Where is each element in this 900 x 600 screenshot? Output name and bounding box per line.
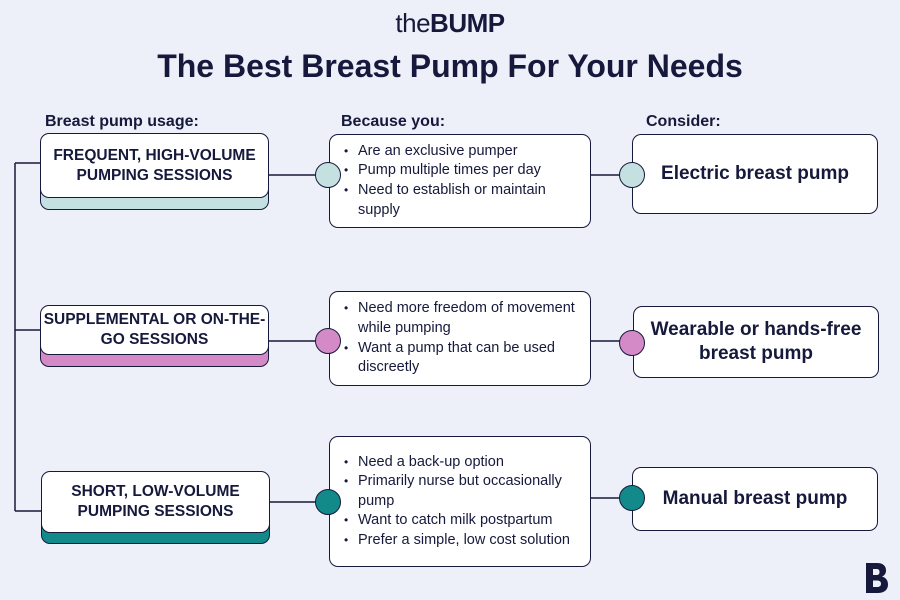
reasons-box-1: Are an exclusive pumper Pump multiple ti… (329, 134, 591, 228)
usage-box-1: Frequent, high-volume pumping sessions (40, 133, 269, 198)
reason-item: Want a pump that can be used discreetly (342, 339, 582, 378)
reason-item: Need to establish or maintain supply (342, 181, 582, 220)
reasons-list-1: Are an exclusive pumper Pump multiple ti… (342, 142, 582, 220)
usage-box-2: Supplemental or on-the-go sessions (40, 305, 269, 355)
usage-label-3: Short, low-volume pumping sessions (71, 483, 240, 520)
header-usage: Breast pump usage: (45, 113, 199, 130)
connector-dot-2a (315, 328, 341, 354)
consider-label-2: Wearable or hands-free breast pump (650, 319, 862, 364)
consider-box-1: Electric breast pump (632, 134, 878, 214)
reason-item: Want to catch milk postpartum (342, 511, 582, 531)
reasons-box-3: Need a back-up option Primarily nurse bu… (329, 436, 591, 567)
usage-box-3: Short, low-volume pumping sessions (41, 471, 270, 533)
reason-item: Prefer a simple, low cost solution (342, 531, 582, 551)
usage-label-2: Supplemental or on-the-go sessions (43, 311, 266, 348)
connector-dot-1a (315, 162, 341, 188)
bump-b-logo-icon (866, 563, 888, 593)
brand-bump: BUMP (430, 8, 505, 38)
brand-the: the (395, 8, 431, 38)
consider-box-2: Wearable or hands-free breast pump (633, 306, 879, 378)
connector-dot-1b (619, 162, 645, 188)
reason-item: Pump multiple times per day (342, 161, 582, 181)
reasons-list-3: Need a back-up option Primarily nurse bu… (342, 453, 582, 551)
brand-logo: theBUMP (0, 8, 900, 38)
connector-dot-2b (619, 330, 645, 356)
page-title: The Best Breast Pump For Your Needs (157, 48, 743, 84)
usage-label-1: Frequent, high-volume pumping sessions (53, 146, 256, 184)
connector-dot-3a (315, 489, 341, 515)
consider-label-3: Manual breast pump (662, 488, 848, 509)
reason-item: Are an exclusive pumper (342, 142, 582, 162)
header-because: Because you: (341, 113, 446, 130)
consider-label-1: Electric breast pump (661, 163, 849, 184)
reasons-list-2: Need more freedom of movement while pump… (342, 299, 582, 377)
reason-item: Primarily nurse but occasionally pump (342, 472, 582, 511)
connector-dot-3b (619, 485, 645, 511)
consider-box-3: Manual breast pump (632, 467, 878, 531)
reason-item: Need a back-up option (342, 453, 582, 473)
reasons-box-2: Need more freedom of movement while pump… (329, 291, 591, 386)
reason-item: Need more freedom of movement while pump… (342, 299, 582, 338)
header-consider: Consider: (646, 113, 721, 130)
